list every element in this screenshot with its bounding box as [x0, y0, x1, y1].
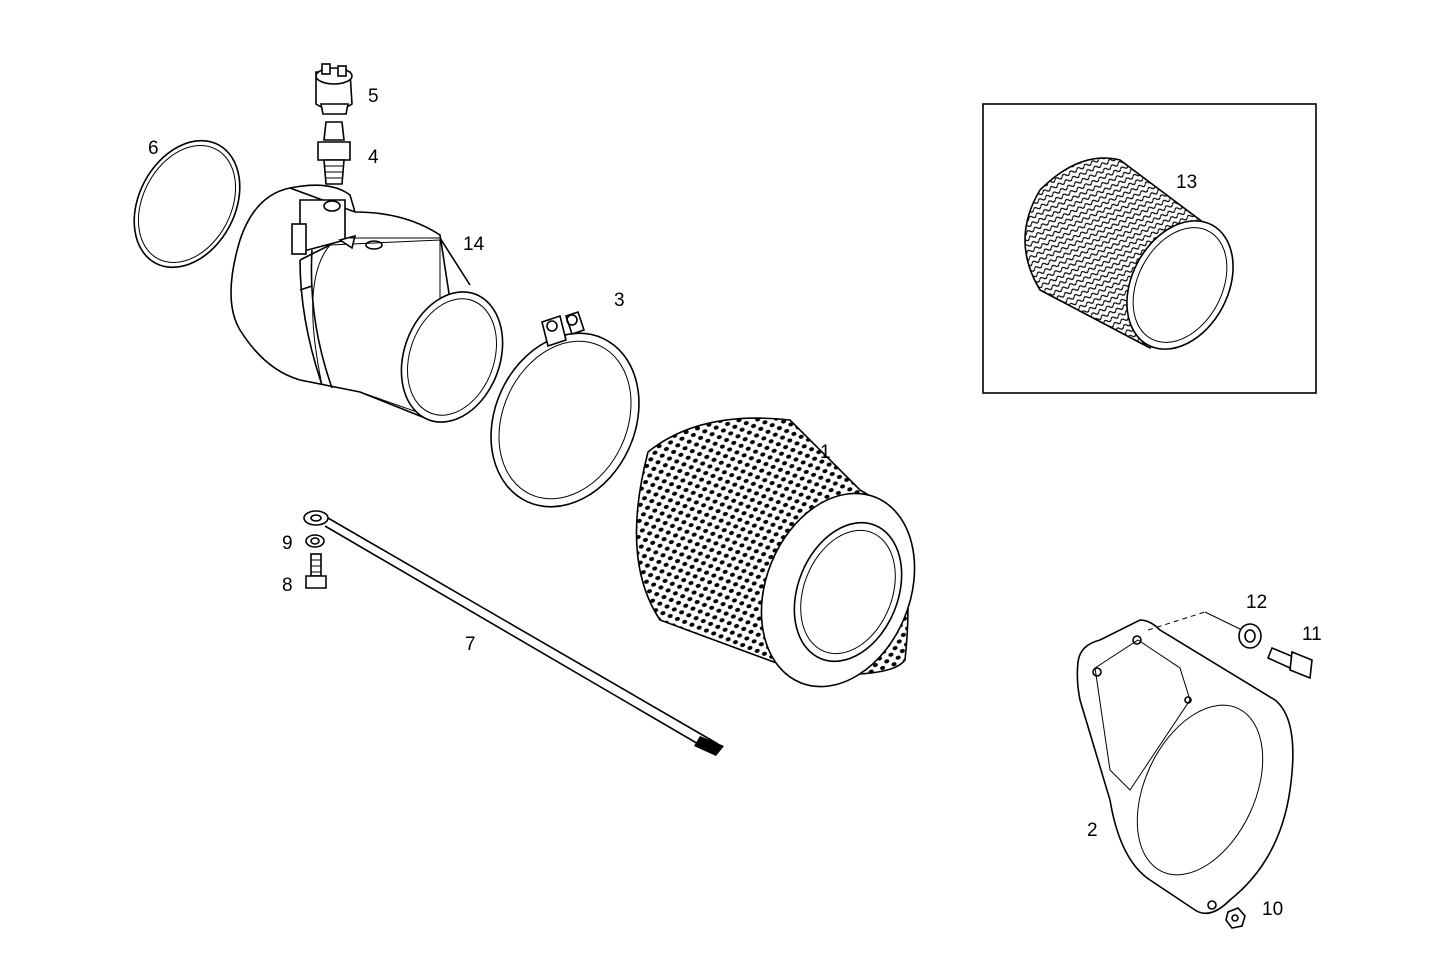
filter-cartridge-part-1 — [635, 417, 916, 688]
callout-6: 6 — [148, 138, 159, 159]
callout-1: 1 — [820, 442, 831, 463]
washer-part-12 — [1238, 623, 1262, 649]
bracket-part-2 — [1076, 611, 1294, 915]
callout-9: 9 — [282, 533, 293, 554]
sensor-part-5 — [315, 63, 353, 115]
screw-part-8 — [305, 553, 327, 589]
callout-8: 8 — [282, 575, 293, 596]
callout-13: 13 — [1176, 172, 1197, 193]
inset-frame-part-13 — [982, 103, 1317, 394]
nut-part-10 — [1225, 907, 1246, 929]
callout-3: 3 — [614, 290, 625, 311]
o-ring-part-6 — [133, 139, 241, 269]
clamp-part-3 — [490, 310, 640, 508]
callout-12: 12 — [1246, 592, 1267, 613]
washer-part-9 — [305, 534, 325, 548]
bolt-part-11 — [1266, 646, 1313, 680]
housing-part-14 — [230, 184, 504, 423]
callout-10: 10 — [1262, 899, 1283, 920]
adapter-part-4 — [317, 121, 351, 185]
callout-14: 14 — [463, 234, 485, 255]
callout-2: 2 — [1087, 820, 1098, 841]
callout-5: 5 — [368, 86, 379, 107]
callout-4: 4 — [368, 147, 379, 168]
rod-part-7 — [303, 510, 724, 756]
callout-11: 11 — [1302, 624, 1322, 645]
callout-7: 7 — [465, 634, 476, 655]
